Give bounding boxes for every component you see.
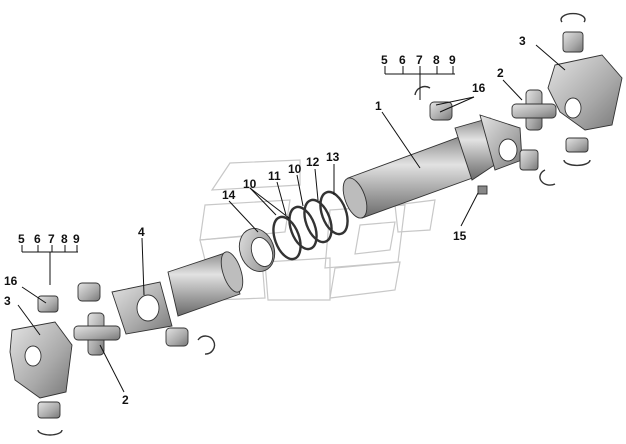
callout-6-right: 6 (399, 53, 406, 67)
main-tube (342, 114, 523, 219)
callout-1: 1 (375, 99, 382, 113)
callout-10-lower: 10 (243, 177, 257, 191)
callout-labels: 1 2 2 3 3 4 5 6 7 8 9 5 6 7 8 9 10 10 11… (4, 34, 526, 407)
callout-11: 11 (268, 169, 281, 183)
callout-16-right: 16 (472, 81, 486, 95)
callout-13: 13 (326, 150, 340, 164)
callout-8-right: 8 (433, 53, 440, 67)
spline-shaft (111, 251, 244, 335)
callout-16-left: 16 (4, 274, 18, 288)
callout-14: 14 (222, 188, 236, 202)
callout-7-left: 7 (48, 232, 55, 246)
callout-2-right: 2 (497, 66, 504, 80)
callout-15: 15 (453, 229, 467, 243)
left-cross (73, 282, 216, 356)
callout-5-left: 5 (18, 232, 25, 246)
callout-7-right: 7 (416, 53, 423, 67)
callout-3-left: 3 (4, 294, 11, 308)
callout-2-left: 2 (122, 393, 129, 407)
leader-lines (17, 44, 566, 393)
sleeve (238, 228, 276, 272)
right-yoke (547, 12, 623, 167)
callout-5-right: 5 (381, 53, 388, 67)
left-yoke (9, 295, 73, 436)
small-fitting (477, 185, 488, 195)
callout-9-left: 9 (73, 232, 80, 246)
callout-10-upper: 10 (288, 162, 302, 176)
ring-set (272, 190, 349, 261)
callout-3-right: 3 (519, 34, 526, 48)
callout-8-left: 8 (61, 232, 68, 246)
callout-6-left: 6 (34, 232, 41, 246)
callout-4: 4 (138, 225, 145, 239)
callout-9-right: 9 (449, 53, 456, 67)
callout-12: 12 (306, 155, 320, 169)
right-cross (414, 85, 557, 186)
